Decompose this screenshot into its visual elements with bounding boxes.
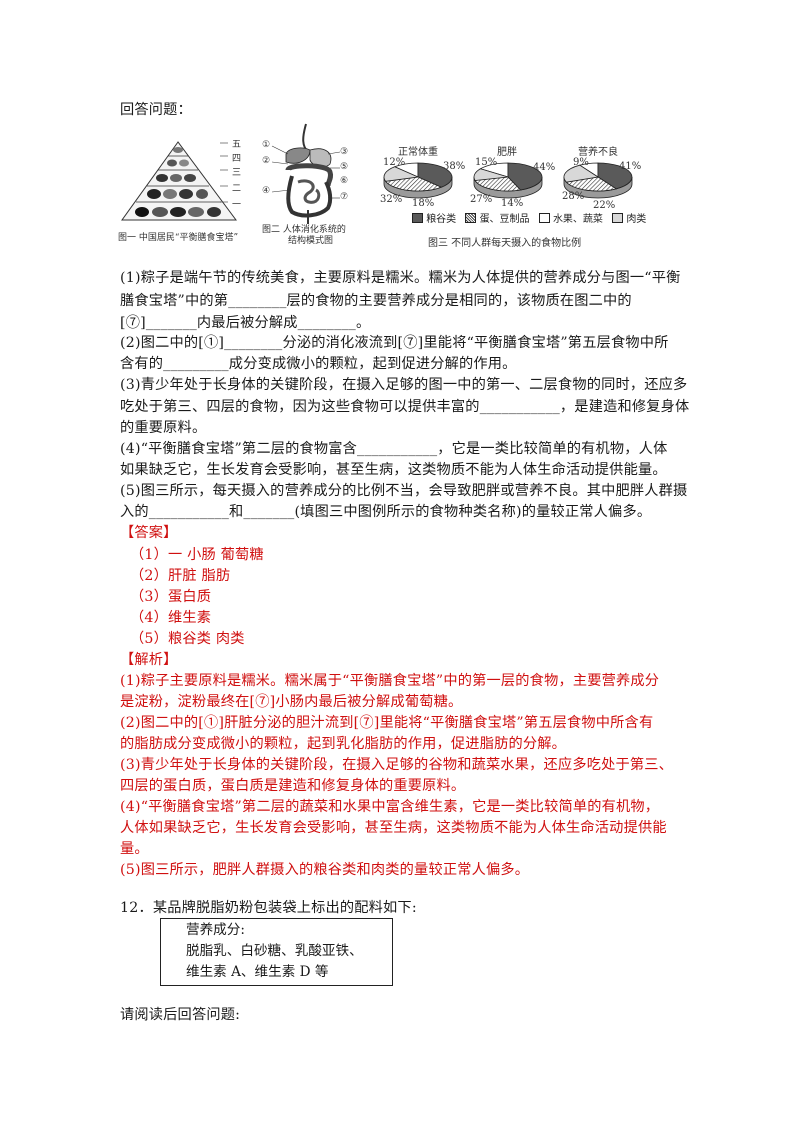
pyramid-caption: 图一 中国居民“平衡膳食宝塔” (118, 233, 239, 243)
digestive-caption-1: 图二 人体消化系统的 (262, 225, 346, 235)
question-line: 的重要原料。 (120, 420, 207, 436)
pie3-label-top-right: 41% (619, 161, 642, 172)
digestive-label-4: ④ (262, 186, 271, 196)
pie-charts (383, 162, 633, 199)
digestive-label-5: ⑤ (340, 162, 349, 172)
answer-item: （2）肝脏 脂肪 (130, 568, 231, 584)
pie-slice-meat (563, 164, 600, 183)
question-line: (4)“平衡膳食宝塔”第二层的食物富含___________，它是一类比较简单的… (120, 441, 668, 457)
question-line: (3)青少年处于长身体的关键阶段，在摄入足够的图一中的第一、二层食物的同时，还应… (120, 377, 688, 393)
question-line: (2)图二中的[①]________分泌的消化液流到[⑦]里能将“平衡膳食宝塔”… (120, 335, 669, 351)
analysis-line: (5)图三所示，肥胖人群摄入的粮谷类和肉类的量较正常人偏多。 (120, 862, 530, 878)
digestive-caption-2: 结构模式图 (288, 236, 334, 246)
analysis-line: 是淀粉，淀粉最终在[⑦]小肠内最后被分解成葡萄糖。 (120, 694, 463, 710)
pie-slice-egg (474, 176, 522, 192)
analysis-line: (3)青少年处于长身体的关键阶段，在摄入足够的谷物和蔬菜水果，还应多吃处于第三、 (120, 757, 674, 773)
pie1-label-bottom-left: 32% (380, 194, 403, 205)
pie3-label-bottom-left: 28% (562, 191, 585, 202)
analysis-line: 量。 (120, 841, 149, 857)
answer-item: （4）维生素 (130, 610, 212, 626)
pie1-label-bottom: 18% (412, 198, 435, 209)
analysis-heading: 【解析】 (120, 652, 178, 668)
pyramid-level-5: 五 (232, 140, 242, 150)
pie3-label-top-left: 9% (573, 157, 589, 168)
digestive-label-2: ② (262, 156, 271, 166)
analysis-line: (2)图二中的[①]肝脏分泌的胆汁流到[⑦]里能将“平衡膳食宝塔”第五层食物中所… (120, 715, 654, 731)
digestive-label-3: ③ (340, 147, 349, 157)
ingredients-line: 维生素 A、维生素 D 等 (186, 964, 329, 980)
pie2-label-top-right: 44% (533, 162, 556, 173)
pie1-label-top-left: 12% (383, 157, 406, 168)
legend-egg-label: 蛋、豆制品 (479, 214, 530, 225)
pyramid-level-4: 四 (232, 154, 242, 164)
question-line: (5)图三所示，每天摄入的营养成分的比例不当，会导致肥胖或营养不良。其中肥胖人群… (120, 483, 688, 499)
pie3-label-bottom: 22% (593, 200, 616, 211)
pyramid-level-1: 一 (232, 200, 242, 210)
ingredients-box (160, 918, 393, 986)
pie-title-obese: 肥胖 (497, 147, 517, 158)
analysis-line: (1)粽子主要原料是糯米。糯米属于“平衡膳食宝塔”中的第一层的食物，主要营养成分 (120, 673, 660, 689)
digestive-label-1: ① (262, 140, 271, 150)
digestive-label-6: ⑥ (340, 176, 349, 186)
pie-slice-meat (473, 168, 509, 181)
pie-slice-egg (384, 176, 443, 192)
question-12-instruction: 请阅读后回答问题: (120, 1007, 241, 1023)
analysis-line: 人体如果缺乏它，生长发育会受影响，甚至生病，这类物质不能为人体生命活动提供能 (120, 820, 667, 836)
pie2-label-top-left: 15% (475, 157, 498, 168)
digestive-system-figure (271, 123, 341, 224)
answer-item: （1）一 小肠 葡萄糖 (130, 547, 264, 563)
question-line: 入的___________和_______(填图三中图例所示的食物种类名称)的量… (120, 504, 652, 520)
pie-legend: 粮谷类 蛋、豆制品 水果、蔬菜 肉类 (412, 210, 646, 225)
legend-egg-swatch (465, 213, 477, 223)
analysis-line: (4)“平衡膳食宝塔”第二层的蔬菜和水果中富含维生素，它是一类比较简单的有机物， (120, 799, 660, 815)
question-line: (1)粽子是端午节的传统美食，主要原料是糯米。糯米为人体提供的营养成分与图一“平… (120, 270, 681, 286)
prompt-text: 回答问题： (120, 102, 192, 118)
analysis-line: 四层的蛋白质，蛋白质是建造和修复身体的重要原料。 (120, 778, 466, 794)
question-line: 膳食宝塔”中的第________层的食物的主要营养成分是相同的，该物质在图二中的 (120, 293, 632, 309)
legend-grain-swatch (412, 213, 423, 223)
question-line: [⑦]_______内最后被分解成________。 (120, 315, 371, 331)
legend-meat-label: 肉类 (626, 214, 647, 225)
pie-slice-grain (507, 162, 543, 191)
ingredients-line: 营养成分: (186, 922, 245, 938)
answer-item: （5）粮谷类 肉类 (130, 631, 245, 647)
legend-grain-label: 粮谷类 (426, 214, 457, 225)
pie-slice-grain (417, 162, 453, 188)
pie-title-normal: 正常体重 (398, 147, 438, 158)
legend-fruit-swatch (538, 213, 550, 223)
pyramid-level-2: 二 (232, 184, 242, 194)
legend-meat-swatch (612, 213, 624, 223)
pyramid-level-3: 三 (232, 168, 242, 178)
question-line: 如果缺乏它，生长发育会受影响，甚至生病，这类物质不能为人体生命活动提供能量。 (120, 462, 667, 478)
ingredients-line: 脱脂乳、白砂糖、乳酸亚铁、 (186, 943, 363, 959)
answer-heading: 【答案】 (120, 525, 178, 541)
pie1-label-top-right: 38% (443, 161, 466, 172)
legend-fruit-label: 水果、蔬菜 (552, 214, 603, 225)
answer-item: （3）蛋白质 (130, 589, 212, 605)
pie2-label-bottom-left: 27% (470, 194, 493, 205)
food-pyramid-figure (121, 141, 237, 221)
pie2-label-bottom: 14% (501, 198, 524, 209)
pie-figure-caption: 图三 不同人群每天摄入的食物比例 (428, 238, 582, 249)
question-12-title: 12．某品牌脱脂奶粉包装袋上标出的配料如下: (120, 900, 417, 916)
pie-slice-meat (383, 166, 420, 182)
digestive-label-7: ⑦ (340, 192, 349, 202)
pie-title-malnourished: 营养不良 (578, 147, 618, 158)
question-line: 吃处于第三、四层的食物，因为这些食物可以提供丰富的___________，是建造… (120, 399, 690, 415)
question-line: 含有的_________成分变成微小的颗粒，起到促进分解的作用。 (120, 356, 517, 372)
analysis-line: 的脂肪成分变成微小的颗粒，起到乳化脂肪的作用，促进脂肪的分解。 (120, 736, 567, 752)
